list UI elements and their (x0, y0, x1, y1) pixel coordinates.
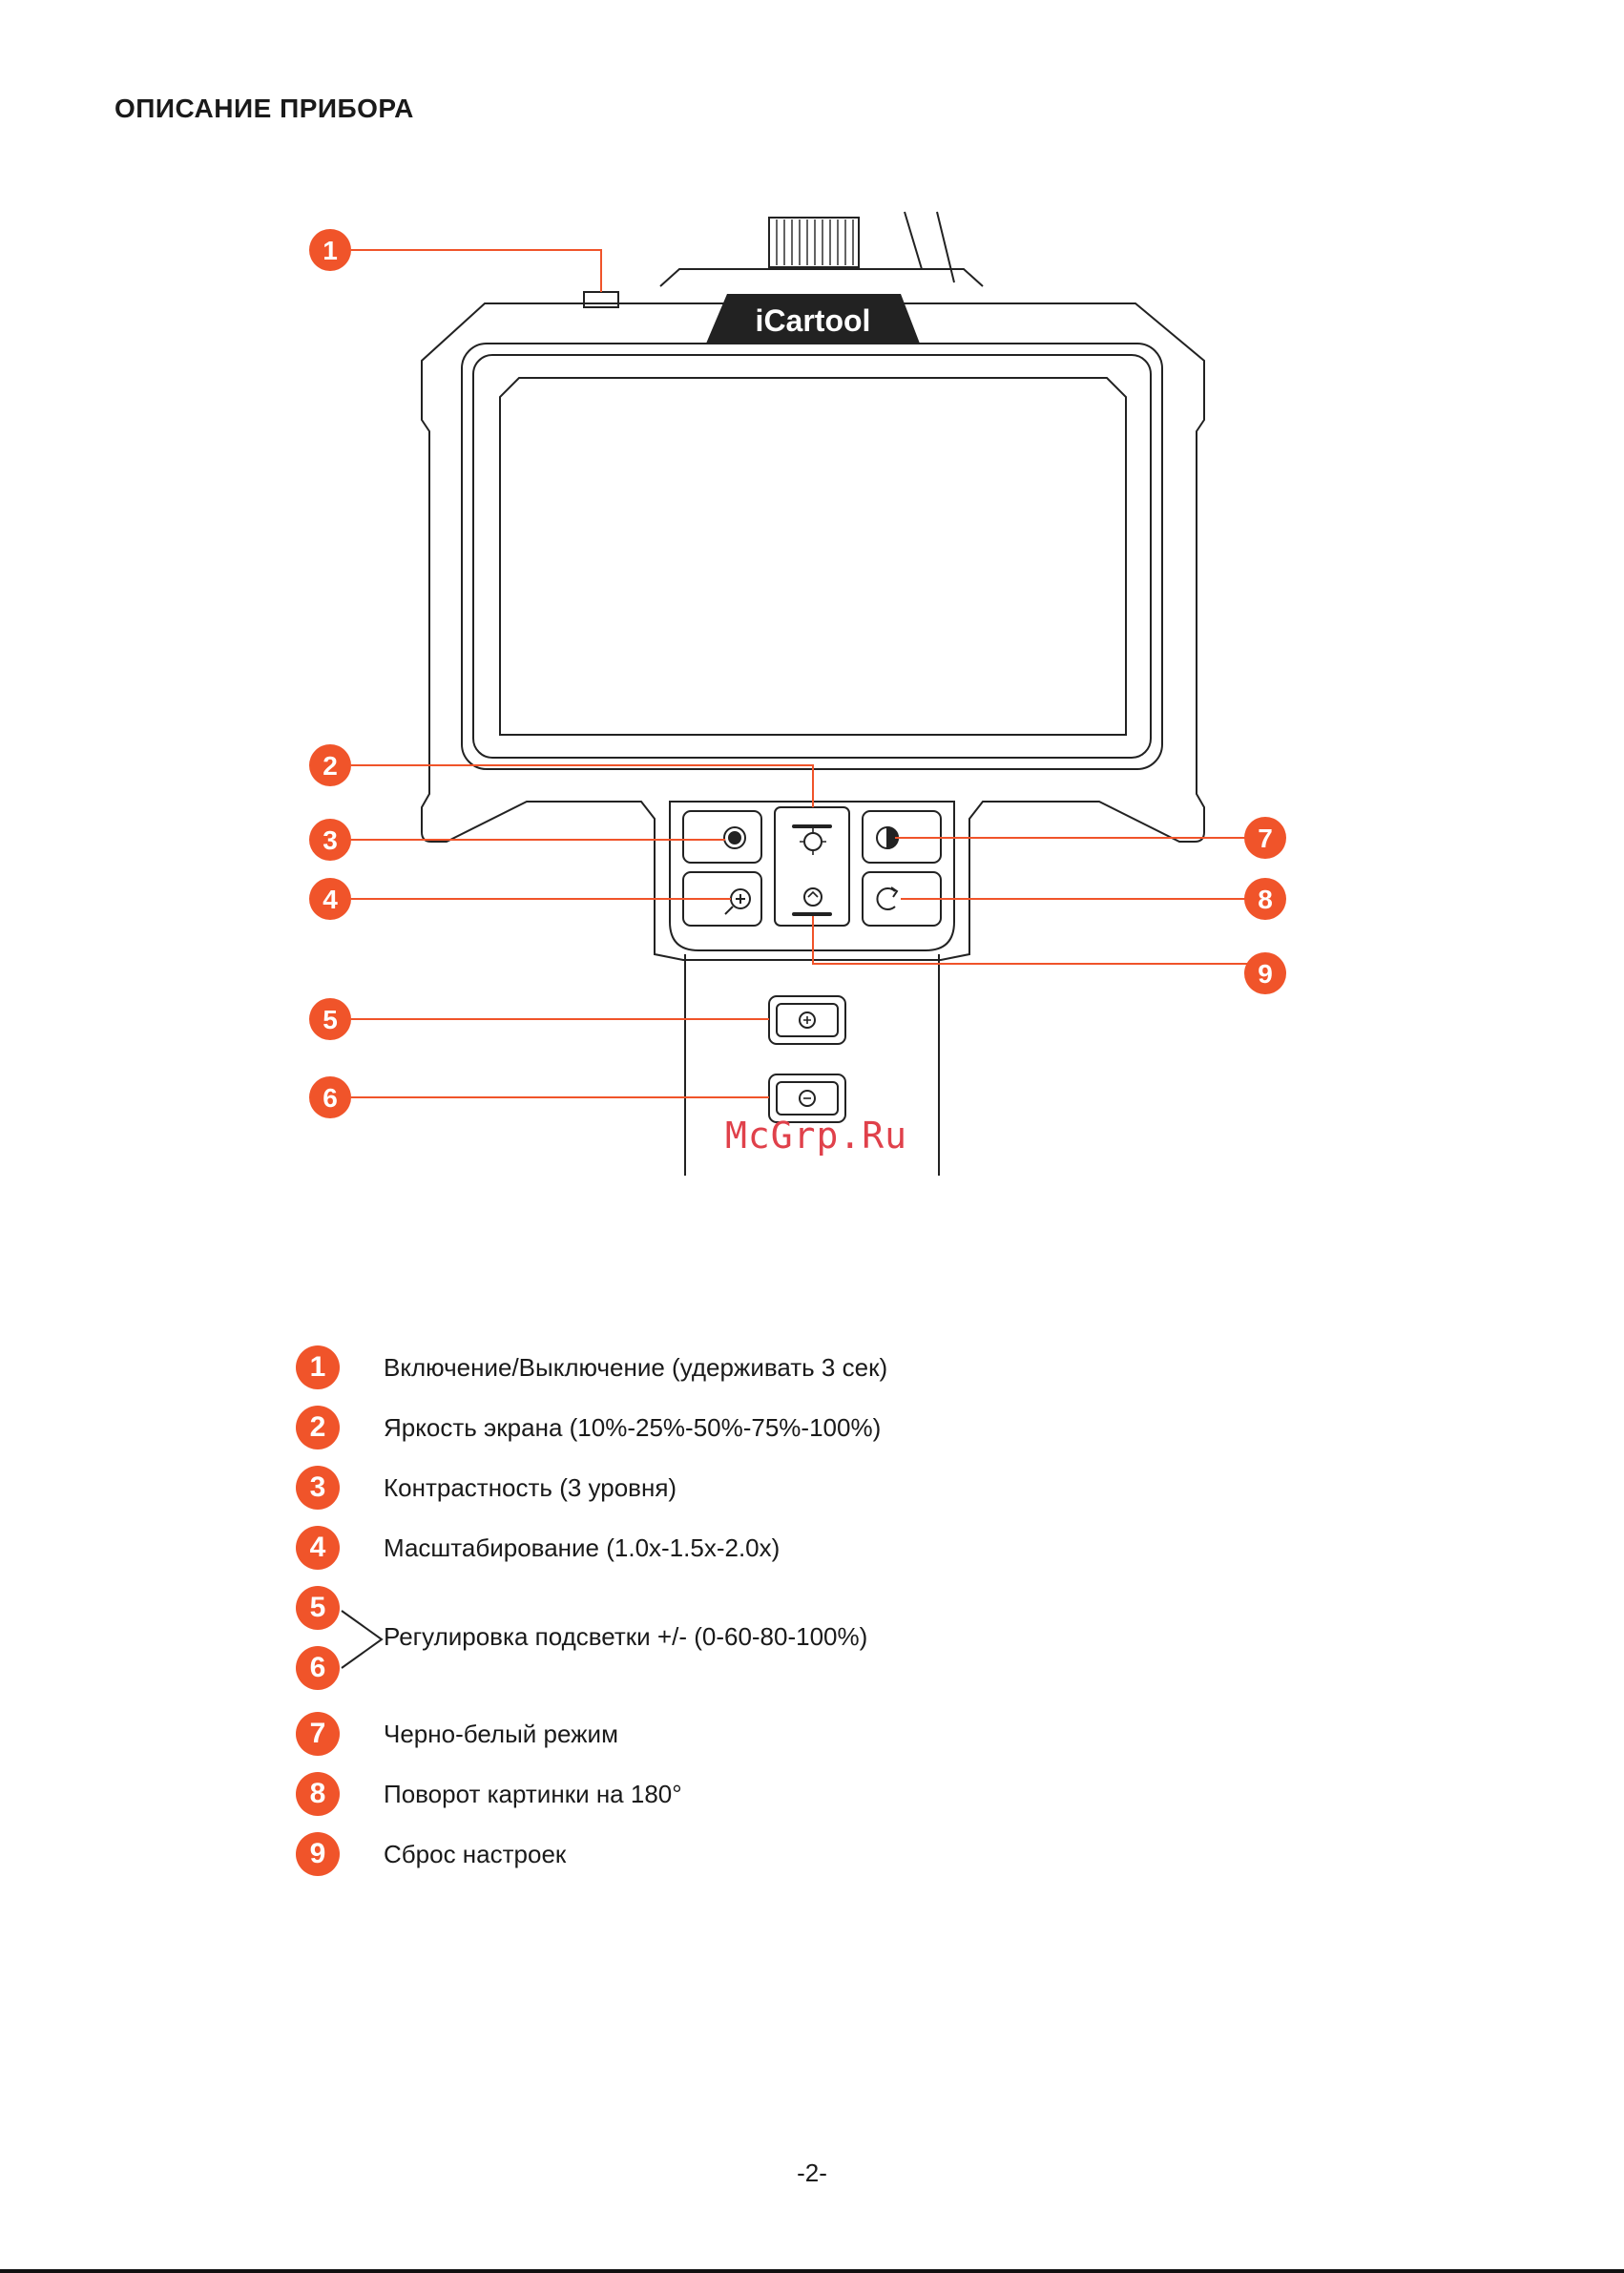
device-diagram: iCartool 1 2 3 4 5 6 7 8 9 (309, 211, 1286, 1176)
callout-1: 1 (309, 229, 351, 271)
bottom-rule (0, 2269, 1624, 2273)
legend-number-badge: 1 (296, 1345, 340, 1389)
power-button (583, 291, 619, 308)
legend-text: Сброс настроек (384, 1840, 567, 1868)
rotate-icon (876, 887, 896, 910)
legend-number-badge: 3 (296, 1466, 340, 1510)
legend-number-badge: 7 (296, 1712, 340, 1756)
svg-text:6: 6 (323, 1083, 338, 1113)
watermark: McGrp.Ru (725, 1115, 908, 1157)
callout-badges: 1 2 3 4 5 6 7 8 9 (309, 229, 1286, 1118)
contrast-button (682, 810, 762, 864)
legend-number-badge: 5 (296, 1586, 340, 1630)
legend-text-5-6: Регулировка подсветки +/- (0-60-80-100%) (384, 1622, 868, 1651)
svg-text:8: 8 (1258, 885, 1273, 914)
legend-number-badge: 2 (296, 1406, 340, 1449)
brightness-icon (803, 832, 822, 851)
light-plus-icon (799, 1011, 816, 1029)
legend-text: Поворот картинки на 180° (384, 1780, 682, 1808)
contrast-dot-icon (723, 826, 746, 849)
legend-number-badge: 4 (296, 1526, 340, 1570)
reset-icon (803, 887, 822, 907)
page-number: -2- (797, 2158, 827, 2187)
callout-8: 8 (1244, 878, 1286, 920)
svg-text:2: 2 (323, 751, 338, 781)
legend-bracket (341, 1610, 384, 1669)
legend-number-badge: 6 (296, 1646, 340, 1690)
callout-7: 7 (1244, 817, 1286, 859)
callout-3: 3 (309, 819, 351, 861)
brand-logo: iCartool (756, 303, 871, 338)
cable (904, 211, 955, 283)
brand-logo-plate (706, 294, 920, 344)
legend-number-badge: 9 (296, 1832, 340, 1876)
legend-number-badge: 8 (296, 1772, 340, 1816)
focus-knob (768, 217, 860, 268)
callout-5: 5 (309, 998, 351, 1040)
svg-text:7: 7 (1258, 824, 1273, 853)
callout-6: 6 (309, 1076, 351, 1118)
svg-text:4: 4 (323, 885, 338, 914)
callout-9: 9 (1244, 952, 1286, 994)
legend-text: Яркость экрана (10%-25%-50%-75%-100%) (384, 1413, 882, 1442)
legend-text: Черно-белый режим (384, 1720, 618, 1748)
callout-4: 4 (309, 878, 351, 920)
knob-ridges (776, 219, 854, 265)
leader-lines (351, 249, 1256, 1098)
screen-bezel-inner (472, 354, 1152, 759)
legend-text: Включение/Выключение (удерживать 3 сек) (384, 1353, 888, 1382)
svg-text:1: 1 (323, 236, 338, 265)
light-minus-icon (799, 1090, 816, 1107)
callout-2: 2 (309, 744, 351, 786)
svg-text:3: 3 (323, 825, 338, 855)
page-title: ОПИСАНИЕ ПРИБОРА (115, 94, 414, 123)
legend-text: Масштабирование (1.0х-1.5х-2.0х) (384, 1533, 781, 1562)
svg-text:9: 9 (1258, 959, 1273, 989)
legend-text: Контрастность (3 уровня) (384, 1473, 677, 1502)
screen (499, 377, 1127, 736)
housing-outer (421, 302, 1205, 961)
top-neck (659, 268, 984, 287)
control-pod (669, 801, 955, 951)
screen-bezel (461, 343, 1163, 770)
svg-text:5: 5 (323, 1005, 338, 1034)
